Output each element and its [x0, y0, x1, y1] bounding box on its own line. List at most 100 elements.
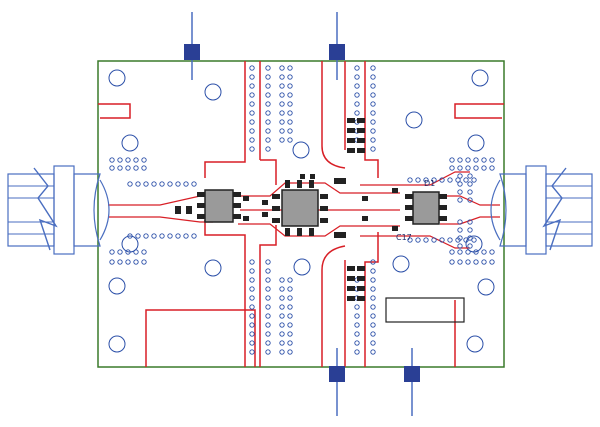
via [249, 268, 255, 274]
via [279, 349, 285, 355]
via [489, 259, 495, 265]
via [287, 349, 293, 355]
pour-bottom-left [145, 309, 256, 367]
via [249, 146, 255, 152]
via [167, 233, 173, 239]
via [265, 65, 271, 71]
via [249, 65, 255, 71]
trace-mid-top [238, 182, 400, 197]
via [287, 110, 293, 116]
via [370, 137, 376, 143]
via [249, 322, 255, 328]
via [183, 233, 189, 239]
via [467, 235, 473, 241]
via [265, 268, 271, 274]
via [473, 259, 479, 265]
passive-pad [243, 216, 249, 221]
passive-pad [392, 226, 398, 231]
via [370, 128, 376, 134]
via [370, 286, 376, 292]
left-ic [197, 189, 241, 223]
via [279, 128, 285, 134]
via [249, 83, 255, 89]
via [481, 259, 487, 265]
via [287, 119, 293, 125]
via [473, 157, 479, 163]
via [287, 340, 293, 346]
via [265, 74, 271, 80]
via [467, 227, 473, 233]
mounting-hole [293, 258, 311, 276]
label-d1: D1 [424, 179, 435, 188]
via [265, 295, 271, 301]
passive-pad [357, 138, 365, 143]
via [481, 165, 487, 171]
via [265, 119, 271, 125]
via [431, 177, 437, 183]
via [175, 181, 181, 187]
via [249, 101, 255, 107]
via [125, 165, 131, 171]
via [489, 165, 495, 171]
via [370, 340, 376, 346]
via [287, 65, 293, 71]
via [449, 165, 455, 171]
passive-pad [347, 148, 355, 153]
via [449, 259, 455, 265]
via [265, 110, 271, 116]
via [457, 235, 463, 241]
mounting-hole [466, 335, 484, 353]
via [457, 249, 463, 255]
via [370, 259, 376, 265]
via [183, 181, 189, 187]
via [151, 233, 157, 239]
via [457, 165, 463, 171]
via [125, 157, 131, 163]
via [467, 197, 473, 203]
via [265, 304, 271, 310]
via [287, 137, 293, 143]
left-sma-connector [7, 165, 110, 255]
via [279, 277, 285, 283]
passive-pad [362, 196, 368, 201]
via [471, 237, 477, 243]
via [141, 157, 147, 163]
passive-pad [357, 128, 365, 133]
mounting-hole [204, 83, 222, 101]
via [287, 286, 293, 292]
via [449, 157, 455, 163]
via [109, 157, 115, 163]
via [249, 74, 255, 80]
via [279, 92, 285, 98]
via [354, 65, 360, 71]
pour-bottom-left-3 [259, 225, 277, 367]
via [249, 119, 255, 125]
via [265, 349, 271, 355]
via [175, 233, 181, 239]
label-c17: C17 [396, 233, 412, 242]
via [354, 331, 360, 337]
trace-right-upper [360, 171, 470, 186]
via [141, 249, 147, 255]
via [279, 137, 285, 143]
passive-pad [186, 206, 192, 214]
pour-top-center [321, 61, 346, 169]
via [279, 304, 285, 310]
via [370, 322, 376, 328]
via [151, 181, 157, 187]
via [249, 340, 255, 346]
via [279, 313, 285, 319]
via [133, 259, 139, 265]
via [143, 181, 149, 187]
via [279, 295, 285, 301]
via [457, 173, 463, 179]
via [354, 101, 360, 107]
via [439, 237, 445, 243]
via [265, 146, 271, 152]
via [370, 92, 376, 98]
via [265, 340, 271, 346]
center-ic [272, 180, 328, 236]
via [287, 304, 293, 310]
passive-pad [334, 178, 346, 184]
via [135, 181, 141, 187]
